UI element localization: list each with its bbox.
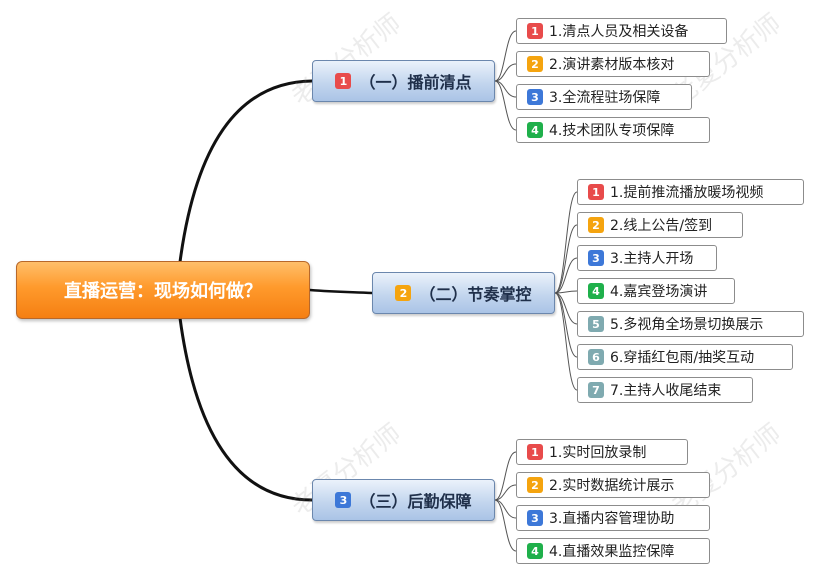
- priority-badge: 3: [335, 492, 352, 508]
- leaf-label: 4.直播效果监控保障: [549, 544, 675, 560]
- leaf-label: 3.主持人开场: [610, 251, 694, 267]
- leaf-item[interactable]: 1 1.实时回放录制: [516, 439, 688, 465]
- priority-badge: 3: [527, 89, 543, 105]
- leaf-label: 1.实时回放录制: [549, 445, 647, 461]
- root-topic-label: 直播运营：现场如何做？: [64, 281, 262, 302]
- leaf-item[interactable]: 3 3.全流程驻场保障: [516, 84, 692, 110]
- leaf-label: 1.提前推流播放暖场视频: [610, 185, 764, 201]
- leaf-label: 7.主持人收尾结束: [610, 383, 722, 399]
- branch-pace-control[interactable]: 2 （二）节奏掌控: [372, 272, 555, 314]
- priority-badge: 1: [335, 73, 352, 89]
- leaf-item[interactable]: 7 7.主持人收尾结束: [577, 377, 753, 403]
- leaf-label: 2.演讲素材版本核对: [549, 57, 675, 73]
- leaf-item[interactable]: 3 3.主持人开场: [577, 245, 717, 271]
- priority-badge: 4: [588, 283, 604, 299]
- leaf-label: 2.实时数据统计展示: [549, 478, 675, 494]
- leaf-label: 5.多视角全场景切换展示: [610, 317, 764, 333]
- leaf-item[interactable]: 3 3.直播内容管理协助: [516, 505, 710, 531]
- leaf-item[interactable]: 1 1.提前推流播放暖场视频: [577, 179, 804, 205]
- leaf-item[interactable]: 4 4.技术团队专项保障: [516, 117, 710, 143]
- priority-badge: 7: [588, 382, 604, 398]
- priority-badge: 6: [588, 349, 604, 365]
- priority-badge: 3: [527, 510, 543, 526]
- leaf-item[interactable]: 5 5.多视角全场景切换展示: [577, 311, 804, 337]
- branch-pre-broadcast-check[interactable]: 1 （一）播前清点: [312, 60, 495, 102]
- leaf-label: 4.嘉宾登场演讲: [610, 284, 708, 300]
- priority-badge: 5: [588, 316, 604, 332]
- leaf-item[interactable]: 6 6.穿插红包雨/抽奖互动: [577, 344, 793, 370]
- leaf-label: 3.全流程驻场保障: [549, 90, 661, 106]
- root-to-branch-1: [178, 79, 314, 264]
- leaf-label: 1.清点人员及相关设备: [549, 24, 689, 40]
- leaf-label: 6.穿插红包雨/抽奖互动: [610, 350, 755, 366]
- priority-badge: 1: [527, 23, 543, 39]
- branch-label: （二）节奏掌控: [419, 285, 532, 304]
- leaf-item[interactable]: 1 1.清点人员及相关设备: [516, 18, 727, 44]
- leaf-label: 4.技术团队专项保障: [549, 123, 675, 139]
- root-topic[interactable]: 直播运营：现场如何做？: [16, 261, 310, 319]
- priority-badge: 1: [527, 444, 543, 460]
- branch-label: （三）后勤保障: [359, 492, 472, 511]
- priority-badge: 1: [588, 184, 604, 200]
- priority-badge: 2: [527, 56, 543, 72]
- priority-badge: 2: [588, 217, 604, 233]
- branch-logistics-support[interactable]: 3 （三）后勤保障: [312, 479, 495, 521]
- leaf-item[interactable]: 4 4.嘉宾登场演讲: [577, 278, 735, 304]
- leaf-item[interactable]: 2 2.实时数据统计展示: [516, 472, 710, 498]
- root-to-branch-3: [178, 316, 314, 502]
- priority-badge: 4: [527, 122, 543, 138]
- priority-badge: 2: [527, 477, 543, 493]
- branch-label: （一）播前清点: [359, 73, 472, 92]
- leaf-label: 2.线上公告/签到: [610, 218, 713, 234]
- priority-badge: 4: [527, 543, 543, 559]
- leaf-item[interactable]: 2 2.演讲素材版本核对: [516, 51, 710, 77]
- root-to-branch-2: [308, 288, 374, 295]
- priority-badge: 2: [395, 285, 412, 301]
- leaf-item[interactable]: 4 4.直播效果监控保障: [516, 538, 710, 564]
- leaf-label: 3.直播内容管理协助: [549, 511, 675, 527]
- priority-badge: 3: [588, 250, 604, 266]
- leaf-item[interactable]: 2 2.线上公告/签到: [577, 212, 743, 238]
